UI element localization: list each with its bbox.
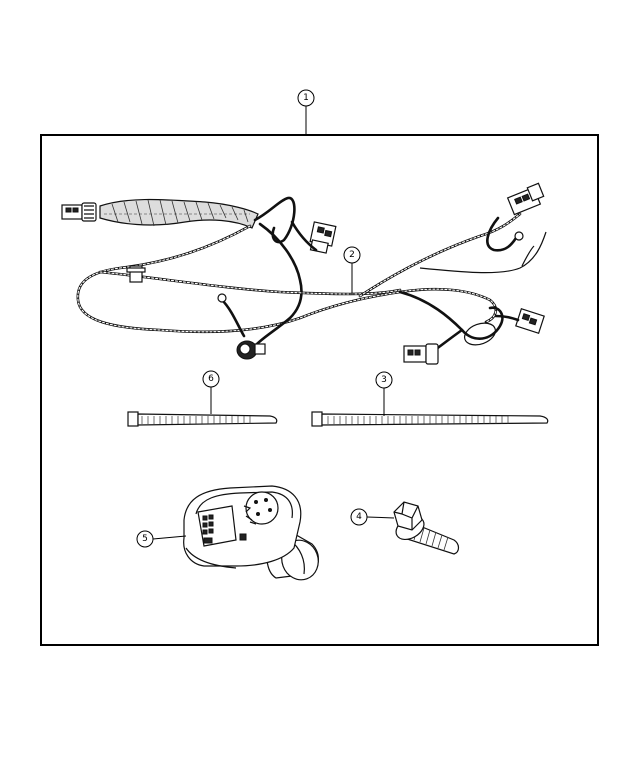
bolt bbox=[393, 501, 460, 555]
callout-2-label: 2 bbox=[349, 250, 355, 260]
callout-3[interactable]: 3 bbox=[375, 371, 393, 416]
kit-frame bbox=[40, 134, 599, 646]
callout-2[interactable]: 2 bbox=[343, 246, 361, 295]
harness-connector-right bbox=[515, 307, 545, 335]
cable-tie-long bbox=[311, 411, 549, 427]
harness-connector-left bbox=[61, 202, 97, 222]
harness-connector-upper-right bbox=[506, 182, 545, 216]
callout-1-label: 1 bbox=[303, 93, 309, 103]
cable-tie-short bbox=[127, 411, 278, 427]
control-module bbox=[183, 485, 319, 581]
callout-6-label: 6 bbox=[208, 374, 214, 384]
wiring-harness bbox=[61, 182, 547, 365]
callout-1[interactable]: 1 bbox=[297, 89, 315, 135]
harness-switch bbox=[236, 340, 266, 360]
harness-connector-top bbox=[309, 221, 337, 254]
harness-connector-lower bbox=[403, 343, 439, 365]
callout-4[interactable]: 4 bbox=[350, 508, 395, 526]
callout-3-label: 3 bbox=[381, 375, 387, 385]
callout-6[interactable]: 6 bbox=[202, 370, 220, 414]
callout-5-label: 5 bbox=[142, 534, 148, 544]
callout-4-label: 4 bbox=[356, 512, 362, 522]
callout-5[interactable]: 5 bbox=[136, 530, 187, 548]
